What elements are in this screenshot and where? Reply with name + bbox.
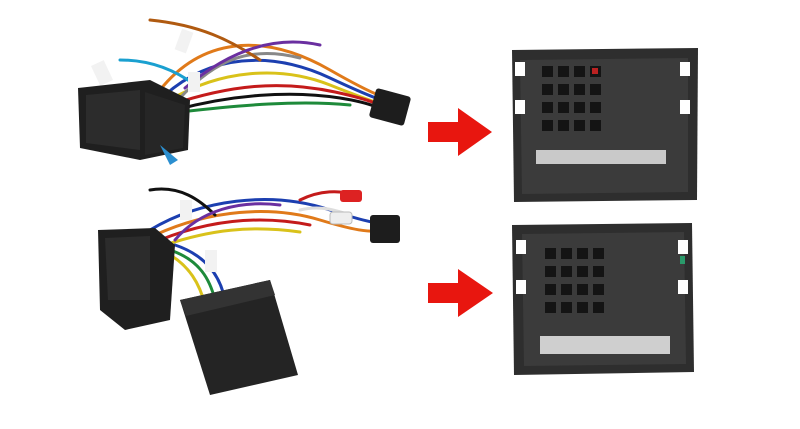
- wire-harness-bottom: [98, 187, 400, 395]
- arrow-right-icon: [428, 108, 492, 156]
- wire-harness-top: [78, 18, 411, 165]
- arrow-right-icon: [428, 269, 493, 317]
- connector-face-bottom: [512, 223, 694, 375]
- connector-face-top: [512, 48, 698, 202]
